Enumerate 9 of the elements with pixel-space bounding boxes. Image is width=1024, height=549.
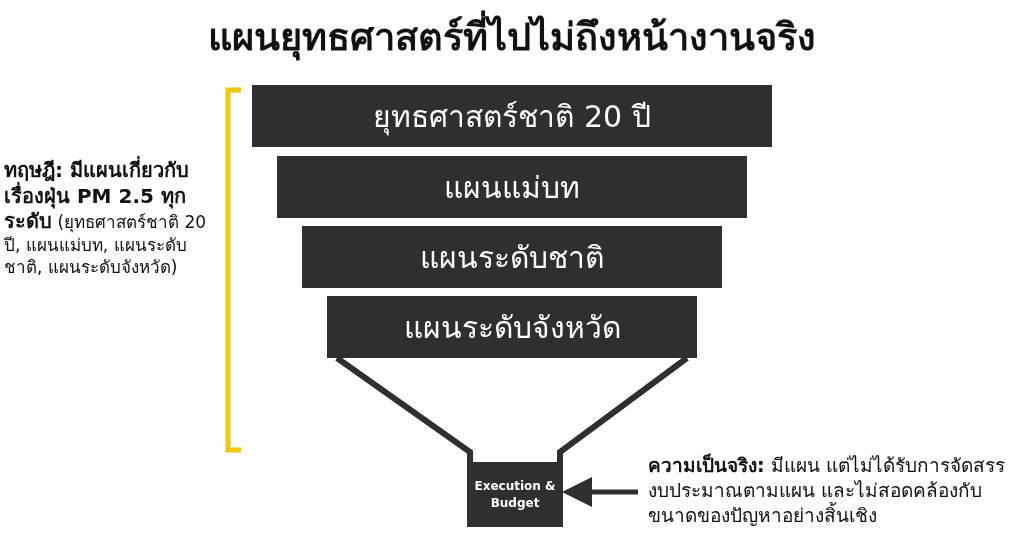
funnel-level-bar: ยุทธศาสตร์ชาติ 20 ปี — [252, 85, 772, 147]
title: แผนยุทธศาสตร์ที่ไปไม่ถึงหน้างานจริง — [0, 6, 1024, 67]
reality-note: ความเป็นจริง: มีแผน แต่ไม่ได้รับการจัดสรรงบประมาณตามแผน และไม่สอดคล้องกับขนาดของปัญหาอย่างสิ้นเชิง — [648, 453, 1020, 529]
funnel-level-bar: แผนแม่บท — [277, 156, 747, 218]
funnel-level-bar: แผนระดับจังหวัด — [327, 296, 697, 358]
execution-box: Execution & Budget — [467, 462, 563, 527]
arrow — [562, 477, 638, 507]
theory-note: ทฤษฎี: มีแผนเกี่ยวกับเรื่องฝุ่น PM 2.5 ทุกระดับ (ยุทธศาสตร์ชาติ 20 ปี, แผนแม่บท, แผนระดับชาติ, แผนระดับจังหวัด) — [4, 158, 208, 279]
funnel-level-bar: แผนระดับชาติ — [302, 226, 722, 288]
